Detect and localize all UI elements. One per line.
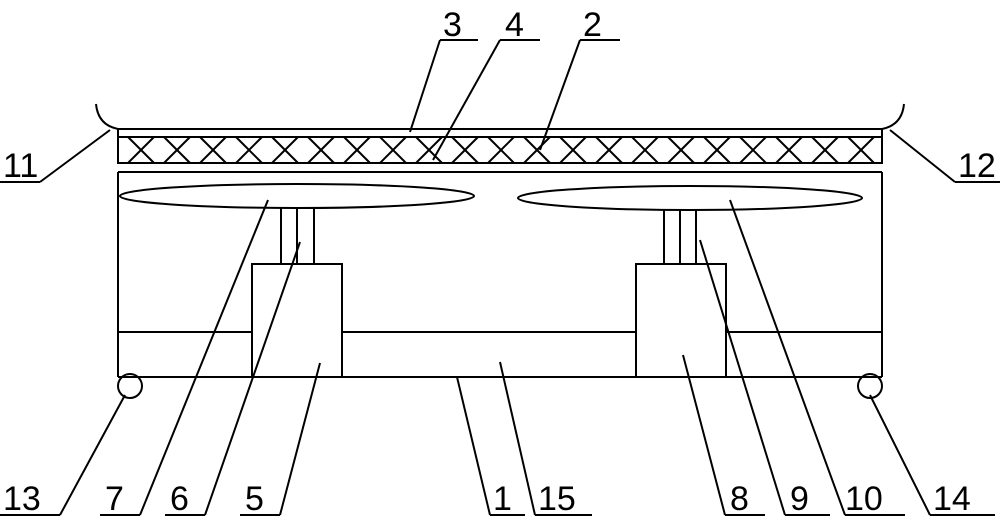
label-15: 15 bbox=[538, 480, 576, 518]
mesh-line bbox=[884, 137, 910, 163]
right-wheel bbox=[857, 373, 883, 399]
label-8: 8 bbox=[730, 480, 749, 518]
right-hook bbox=[881, 103, 905, 130]
label-10: 10 bbox=[845, 480, 883, 518]
left-wheel bbox=[117, 373, 143, 399]
mesh-line bbox=[595, 136, 623, 163]
label-2: 2 bbox=[583, 6, 602, 44]
mesh-line bbox=[271, 136, 299, 163]
label-4: 4 bbox=[505, 6, 524, 44]
label-9: 9 bbox=[790, 480, 809, 518]
mesh-line bbox=[847, 136, 875, 163]
mesh-line bbox=[379, 136, 407, 163]
right-motor bbox=[635, 263, 727, 378]
label-7: 7 bbox=[105, 480, 124, 518]
label-12: 12 bbox=[958, 147, 996, 185]
mesh-line bbox=[307, 136, 335, 163]
mesh-line bbox=[775, 136, 803, 163]
label-6: 6 bbox=[170, 480, 189, 518]
leader-lines bbox=[0, 39, 1000, 516]
mesh-line bbox=[451, 136, 479, 163]
label-3: 3 bbox=[443, 6, 462, 44]
mesh-line bbox=[884, 137, 910, 163]
mesh-line bbox=[127, 136, 155, 163]
mesh-line bbox=[415, 136, 443, 163]
left-shaft bbox=[280, 208, 315, 264]
mesh-line bbox=[235, 136, 263, 163]
label-11: 11 bbox=[3, 147, 38, 185]
mesh-line bbox=[559, 136, 587, 163]
mesh-line bbox=[739, 136, 767, 163]
left-fan-blade bbox=[119, 183, 475, 209]
mesh-line bbox=[343, 136, 371, 163]
left-motor bbox=[251, 263, 343, 378]
mesh-line bbox=[163, 136, 191, 163]
mesh-line bbox=[667, 136, 695, 163]
frame bbox=[117, 172, 883, 378]
label-13: 13 bbox=[3, 480, 41, 518]
mesh-line bbox=[199, 136, 227, 163]
mesh-line bbox=[631, 136, 659, 163]
labels: 3 4 2 11 12 13 7 6 5 1 15 8 9 10 14 bbox=[3, 6, 996, 518]
right-fan-blade bbox=[517, 185, 863, 211]
label-1: 1 bbox=[493, 480, 512, 518]
left-hook bbox=[95, 103, 119, 130]
mesh-line bbox=[703, 136, 731, 163]
right-shaft bbox=[663, 210, 697, 264]
mesh-line bbox=[811, 136, 839, 163]
label-5: 5 bbox=[245, 480, 264, 518]
mesh-crosshatch bbox=[118, 136, 910, 163]
mesh-line bbox=[523, 136, 551, 163]
mesh-line bbox=[487, 136, 515, 163]
label-14: 14 bbox=[933, 480, 971, 518]
mesh-band bbox=[117, 128, 910, 173]
